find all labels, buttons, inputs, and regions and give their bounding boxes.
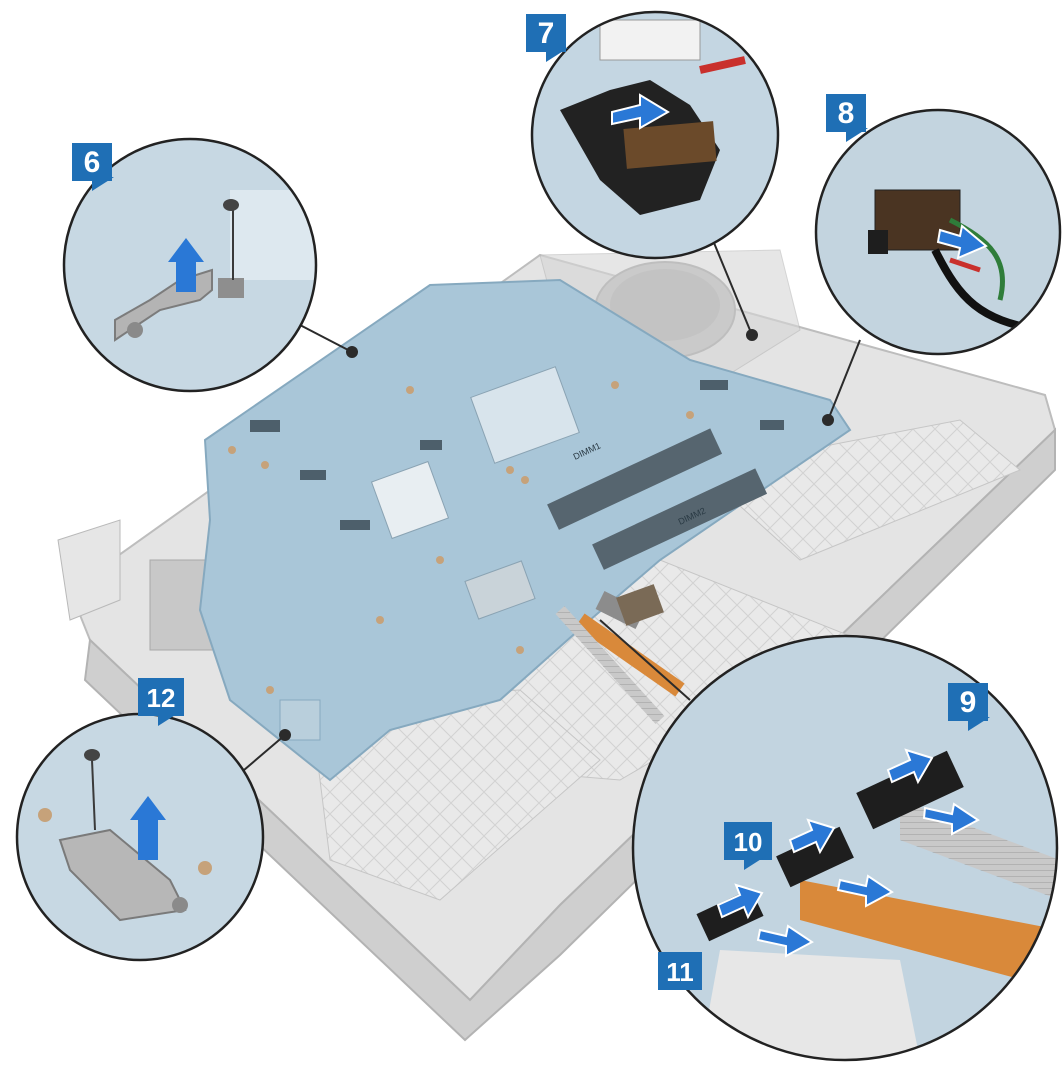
callout-badge-7: 7 <box>526 14 574 62</box>
board-cables <box>555 584 685 725</box>
detail-circle-12 <box>15 712 265 962</box>
callout-number-7: 7 <box>537 17 555 50</box>
callout-badge-11: 11 <box>658 952 706 996</box>
detail-circle-6 <box>62 137 318 393</box>
callout-badge-8: 8 <box>826 94 874 142</box>
detail-circle-9-10-11 <box>631 634 1059 1062</box>
leader-lines <box>229 237 861 783</box>
callout-number-11: 11 <box>666 957 694 987</box>
detail-circle-8 <box>814 108 1062 356</box>
callout-badge-12: 12 <box>138 678 186 726</box>
callout-badge-10: 10 <box>724 822 772 870</box>
callout-number-6: 6 <box>83 146 101 179</box>
callout-number-10: 10 <box>733 827 763 857</box>
callout-number-9: 9 <box>959 686 977 719</box>
system-board: DIMM1 DIMM2 <box>198 278 852 782</box>
detail-circle-7 <box>530 10 780 260</box>
callout-number-12: 12 <box>146 683 176 713</box>
callout-badge-9: 9 <box>948 683 996 731</box>
callout-badge-6: 6 <box>72 143 120 191</box>
callout-number-8: 8 <box>837 97 855 130</box>
